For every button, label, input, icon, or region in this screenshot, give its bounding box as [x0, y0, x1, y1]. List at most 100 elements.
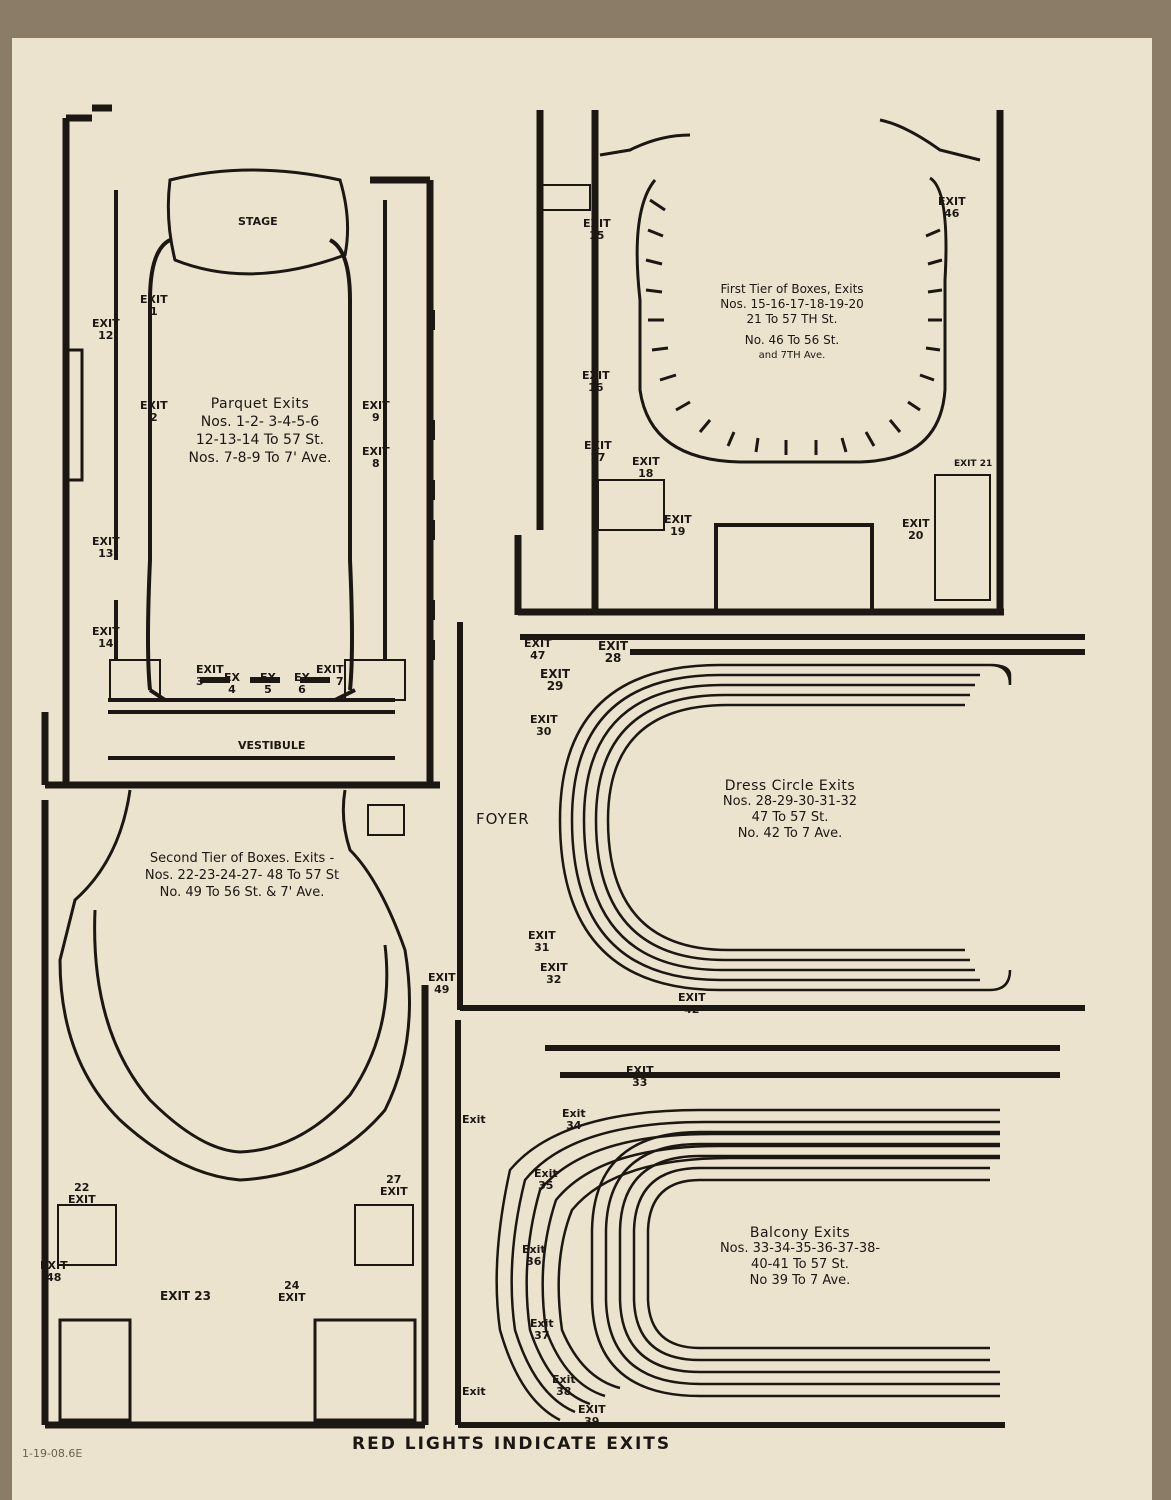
- exit-word: EXIT: [678, 991, 706, 1004]
- exit-word: EXIT: [632, 455, 660, 468]
- exit-word: EXIT: [316, 663, 344, 676]
- exit-number: 7: [335, 675, 344, 688]
- parquet-exits-note: Parquet Exits Nos. 1-2- 3-4-5-6 12-13-14…: [150, 395, 370, 467]
- exit-word: EXIT: [140, 293, 168, 306]
- foyer-label: FOYER: [476, 810, 530, 828]
- exit-word: EXIT: [528, 929, 556, 942]
- exit-number: 42: [684, 1003, 700, 1016]
- exit-word: EXIT: [362, 399, 390, 412]
- dress-circle-exits-line: No. 42 To 7 Ave.: [737, 826, 843, 841]
- exit-number: 37: [534, 1329, 550, 1342]
- exit-number: 32: [546, 973, 562, 986]
- exit-word: Exit: [522, 1243, 546, 1256]
- exit-word: EXIT: [664, 513, 692, 526]
- exit-word: EXIT: [582, 369, 610, 382]
- program-page: [12, 38, 1152, 1500]
- exit-word: EXIT: [40, 1259, 68, 1272]
- exit-number: 46: [944, 207, 960, 220]
- exit-number: 38: [556, 1385, 572, 1398]
- exit-word: EXIT: [92, 625, 120, 638]
- exit-word: EXIT: [68, 1193, 96, 1206]
- stage-label: STAGE: [238, 215, 278, 228]
- parquet-exits-line: 12-13-14 To 57 St.: [195, 432, 325, 448]
- exit-word: EXIT: [380, 1185, 408, 1198]
- exit-word: EXIT: [598, 639, 629, 653]
- exit-word: Exit: [562, 1107, 586, 1120]
- exit-word: EXIT: [196, 663, 224, 676]
- first-tier-exits-line: No. 46 To 56 St.: [744, 333, 840, 347]
- exit-label: Exit: [462, 1386, 486, 1398]
- second-tier-horseshoe: [57, 789, 417, 1422]
- parquet-doors: [200, 310, 435, 683]
- exit-word: EXIT: [530, 713, 558, 726]
- exit-number: 48: [46, 1271, 62, 1284]
- dress-circle-plan: [457, 622, 1085, 1011]
- exit-word: EXIT: [578, 1403, 606, 1416]
- exit-number: 3: [196, 675, 204, 688]
- exit-number: 47: [530, 649, 546, 662]
- exit-word: EXIT: [938, 195, 966, 208]
- exit-number: 35: [538, 1179, 554, 1192]
- balcony-exits-line: No 39 To 7 Ave.: [749, 1273, 851, 1288]
- first-tier-exits-line: 21 To 57 TH St.: [746, 312, 838, 326]
- exit-number: 30: [536, 725, 552, 738]
- dress-circle-exits-note: Dress Circle Exits Nos. 28-29-30-31-32 4…: [690, 778, 890, 842]
- exit-word: EXIT: [278, 1291, 306, 1304]
- exit-word: EXIT: [140, 399, 168, 412]
- exit-word: Exit: [534, 1167, 558, 1180]
- exit-number: 36: [526, 1255, 542, 1268]
- exit-number: 14: [98, 637, 114, 650]
- exit-number: 27: [386, 1173, 402, 1186]
- exit-number: 17: [590, 451, 606, 464]
- dress-circle-exits-line: Nos. 28-29-30-31-32: [722, 794, 858, 809]
- exit-number: 4: [228, 683, 236, 696]
- exit-number: 8: [371, 457, 380, 470]
- parquet-exits-line: Nos. 1-2- 3-4-5-6: [200, 414, 320, 430]
- second-tier-exits-note: Second Tier of Boxes. Exits - Nos. 22-23…: [112, 850, 372, 901]
- exit-word: Exit: [552, 1373, 576, 1386]
- exit-word: EXIT: [92, 317, 120, 330]
- exit-number: 33: [632, 1076, 648, 1089]
- exit-word: Exit: [462, 1113, 486, 1126]
- vestibule-label: VESTIBULE: [238, 739, 306, 752]
- dress-circle-exits-line: 47 To 57 St.: [751, 810, 829, 825]
- exit-word: EX: [294, 671, 310, 684]
- exit-number: 22: [74, 1181, 90, 1194]
- exit-number: 49: [434, 983, 450, 996]
- first-tier-box-partitions: [645, 198, 943, 455]
- balcony-rows: [495, 1108, 1000, 1422]
- exit-word: Exit: [530, 1317, 554, 1330]
- parquet-exits-title: Parquet Exits: [210, 396, 310, 412]
- dress-circle-rows: [558, 663, 1012, 992]
- first-tier-exits-note: First Tier of Boxes, Exits Nos. 15-16-17…: [692, 282, 892, 363]
- exit-number: 19: [670, 525, 686, 538]
- exit-number: 5: [264, 683, 272, 696]
- exit-number: 12: [98, 329, 114, 342]
- exit-number: 21: [979, 459, 993, 469]
- exit-word: EX: [224, 671, 240, 684]
- exit-label: EXIT 21: [954, 458, 992, 470]
- footer-caption: RED LIGHTS INDICATE EXITS: [352, 1434, 672, 1454]
- archive-pencil-note: 1-19-08.6E: [22, 1447, 83, 1460]
- balcony-exits-line: 40-41 To 57 St.: [751, 1257, 849, 1272]
- exit-word: EXIT: [428, 971, 456, 984]
- exit-word: EXIT: [524, 637, 552, 650]
